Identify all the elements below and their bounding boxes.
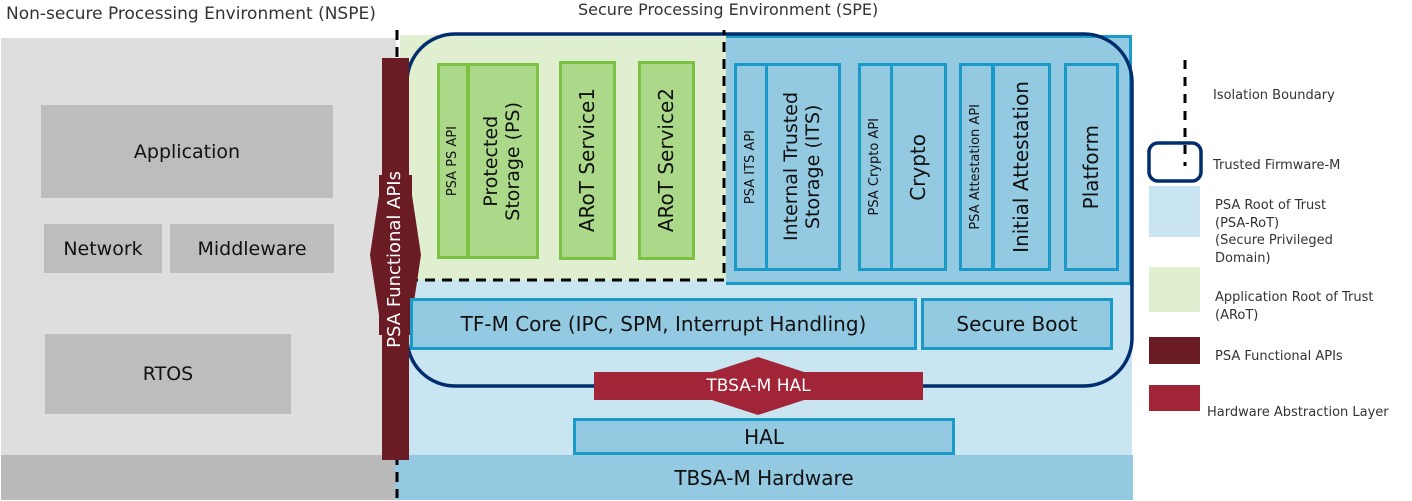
platform-label: Platform bbox=[1079, 124, 1103, 210]
tbsa-m-hal: TBSA-M HAL bbox=[594, 372, 923, 400]
crypto-label: Crypto bbox=[906, 133, 930, 201]
psa-ps-api-box: PSA PS API bbox=[437, 63, 469, 259]
secure-boot-label: Secure Boot bbox=[956, 312, 1078, 336]
isolation-boundary-arot bbox=[408, 30, 726, 282]
arot-service1-label: ARoT Service1 bbox=[575, 88, 599, 233]
rtos-label: RTOS bbox=[142, 363, 194, 385]
psa-functional-apis-label: PSA Functional APIs bbox=[384, 170, 406, 348]
middleware-box: Middleware bbox=[170, 224, 334, 273]
nspe-hardware-strip bbox=[1, 455, 395, 500]
tbsa-m-hal-label: TBSA-M HAL bbox=[706, 376, 811, 396]
arot-service1-box: ARoT Service1 bbox=[559, 61, 616, 260]
legend-tfm-icon bbox=[1147, 141, 1203, 183]
legend-isolation-boundary-label: Isolation Boundary bbox=[1213, 88, 1335, 103]
legend-psa-rot-swatch bbox=[1149, 186, 1200, 237]
psa-functional-apis-arrow bbox=[370, 58, 421, 460]
legend-psa-functional-apis-label: PSA Functional APIs bbox=[1215, 349, 1343, 364]
initial-attestation-box: Initial Attestation bbox=[992, 63, 1051, 271]
legend-psa-rot-label: PSA Root of Trust (PSA-RoT) (Secure Priv… bbox=[1215, 198, 1333, 266]
tbsa-m-hal-arrow bbox=[594, 357, 923, 415]
legend-tfm-label: Trusted Firmware-M bbox=[1213, 158, 1341, 173]
application-label: Application bbox=[133, 140, 241, 163]
legend-arot-swatch bbox=[1149, 267, 1200, 312]
psa-attestation-api-label: PSA Attestation API bbox=[968, 104, 984, 230]
crypto-box: Crypto bbox=[890, 63, 947, 271]
tfm-core-label: TF-M Core (IPC, SPM, Interrupt Handling) bbox=[460, 312, 867, 336]
spe-title: Secure Processing Environment (SPE) bbox=[578, 0, 879, 19]
tfm-core-box: TF-M Core (IPC, SPM, Interrupt Handling) bbox=[410, 298, 917, 350]
network-box: Network bbox=[44, 224, 162, 273]
hal-box: HAL bbox=[573, 418, 955, 455]
psa-crypto-api-label: PSA Crypto API bbox=[867, 118, 883, 216]
nspe-title: Non-secure Processing Environment (NSPE) bbox=[6, 4, 376, 24]
platform-box: Platform bbox=[1064, 63, 1119, 271]
psa-its-api-label: PSA ITS API bbox=[742, 129, 758, 205]
application-box: Application bbox=[41, 105, 333, 198]
psa-ps-api-label: PSA PS API bbox=[444, 125, 460, 197]
psa-crypto-api-box: PSA Crypto API bbox=[858, 63, 893, 271]
legend: Isolation Boundary Trusted Firmware-M PS… bbox=[1140, 40, 1412, 480]
psa-attestation-api-box: PSA Attestation API bbox=[959, 63, 994, 271]
hal-label: HAL bbox=[744, 424, 784, 449]
legend-hal-label: Hardware Abstraction Layer bbox=[1207, 405, 1389, 420]
tbsa-m-hardware: TBSA-M Hardware bbox=[395, 455, 1133, 500]
middleware-label: Middleware bbox=[197, 237, 307, 260]
secure-boot-box: Secure Boot bbox=[921, 298, 1113, 350]
network-label: Network bbox=[63, 237, 143, 260]
psa-its-api-box: PSA ITS API bbox=[734, 63, 768, 271]
legend-arot-label: Application Root of Trust (ARoT) bbox=[1215, 290, 1374, 323]
legend-psa-functional-apis-swatch bbox=[1149, 337, 1200, 364]
tbsa-m-hardware-label: TBSA-M Hardware bbox=[674, 465, 854, 490]
rtos-box: RTOS bbox=[45, 334, 291, 414]
arot-service2-box: ARoT Service2 bbox=[638, 61, 695, 260]
initial-attestation-label: Initial Attestation bbox=[1009, 81, 1033, 253]
legend-hal-swatch bbox=[1149, 385, 1200, 411]
arot-service2-label: ARoT Service2 bbox=[654, 88, 678, 233]
